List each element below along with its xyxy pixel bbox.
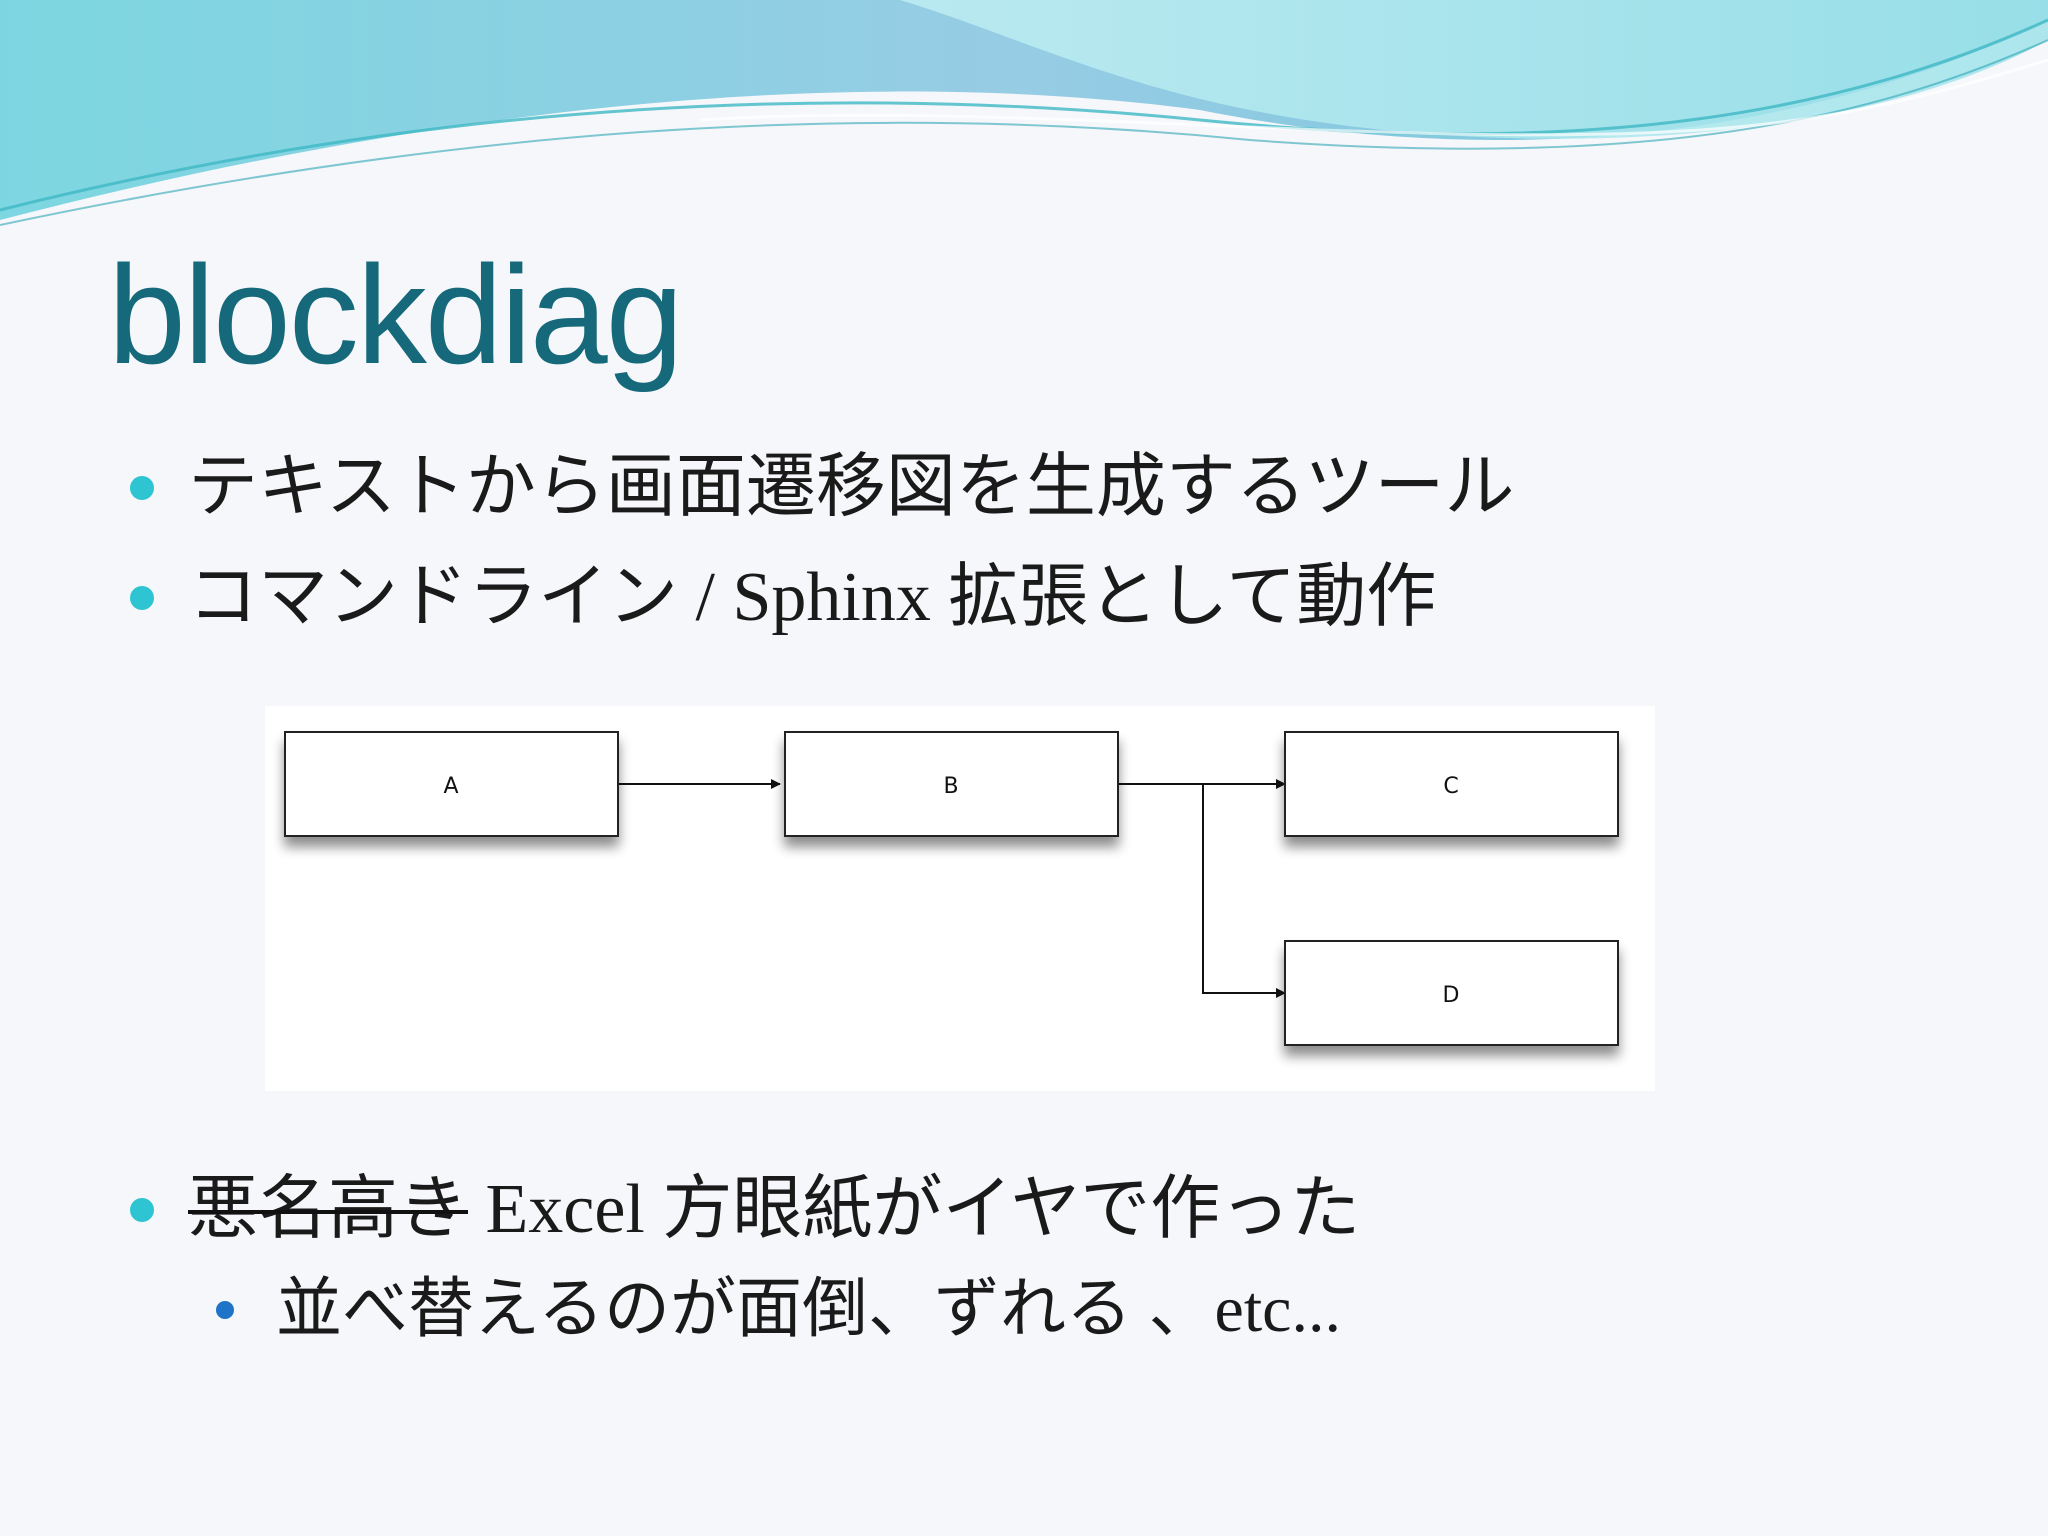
bullet-text: コマンドライン / Sphinx 拡張として動作 <box>188 559 1437 636</box>
sub-bullet-dot-icon <box>216 1301 234 1319</box>
strikethrough-text: 悪名高き <box>188 1171 468 1248</box>
diagram-node-a: A <box>284 731 619 837</box>
bullet-item: コマンドライン / Sphinx 拡張として動作 <box>130 563 1436 633</box>
diagram-node-c: C <box>1284 731 1619 837</box>
diagram-node-d: D <box>1284 940 1619 1046</box>
bullet-dot-icon <box>130 1198 154 1222</box>
bullet-dot-icon <box>130 476 154 500</box>
header-wave-decoration <box>0 0 2048 226</box>
bullet-text: 悪名高き Excel 方眼紙がイヤで作った <box>188 1175 1360 1245</box>
edge-b-d <box>1202 784 1286 998</box>
slide-title: blockdiag <box>108 236 684 393</box>
node-label: A <box>443 774 458 799</box>
blockdiag-diagram: A B C D <box>265 706 1655 1091</box>
node-label: C <box>1443 774 1458 799</box>
bullet-text-rest: Excel 方眼紙がイヤで作った <box>468 1171 1361 1248</box>
bullet-dot-icon <box>130 586 154 610</box>
sub-bullet-text: 並べ替えるのが面倒、ずれる 、etc... <box>276 1273 1341 1346</box>
bullet-text: テキストから画面遷移図を生成するツール <box>188 449 1515 526</box>
node-label: B <box>943 774 958 799</box>
bullet-item: テキストから画面遷移図を生成するツール <box>130 453 1515 523</box>
bullet-item: 悪名高き Excel 方眼紙がイヤで作った <box>130 1175 1360 1245</box>
node-label: D <box>1443 983 1460 1008</box>
sub-bullet-item: 並べ替えるのが面倒、ずれる 、etc... <box>216 1277 1341 1343</box>
diagram-node-b: B <box>784 731 1119 837</box>
